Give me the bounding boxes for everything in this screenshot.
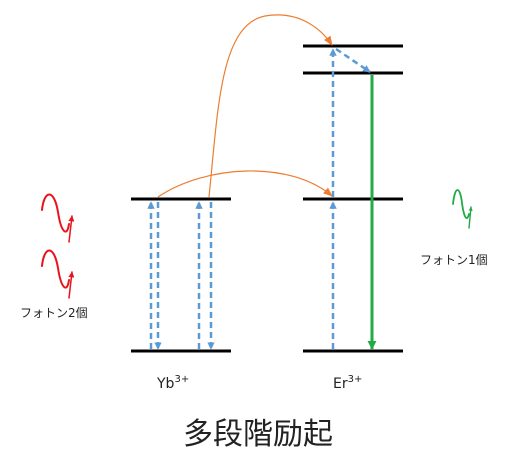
er-nonradiative-decay-arrow [335,47,371,74]
emitted-photon-label: フォトン1個 [420,253,488,267]
er-ion-label: Er3+ [333,374,362,392]
yb-ion-label: Yb3+ [156,374,189,392]
er-levels [303,44,403,353]
diagram-title: 多段階励起 [183,417,333,452]
incoming-photon-wave-2 [41,249,70,289]
yb-transitions [147,201,215,350]
energy-transfer [157,14,333,198]
incoming-photons [41,193,75,299]
incoming-photon-arrow-2 [68,271,75,299]
energy-transfer-arrow-1 [157,170,333,198]
emitted-photon-wave [452,189,470,219]
incoming-photon-arrow-1 [68,215,75,243]
incoming-photon-wave-1 [41,193,70,233]
emitted-photon [452,189,473,229]
yb-levels [131,197,231,353]
emitted-photon-arrow [468,206,473,229]
er-excitation-transitions [329,47,371,349]
absorbed-photon-label: フォトン2個 [20,306,88,320]
energy-transfer-arrow-2 [208,14,333,198]
